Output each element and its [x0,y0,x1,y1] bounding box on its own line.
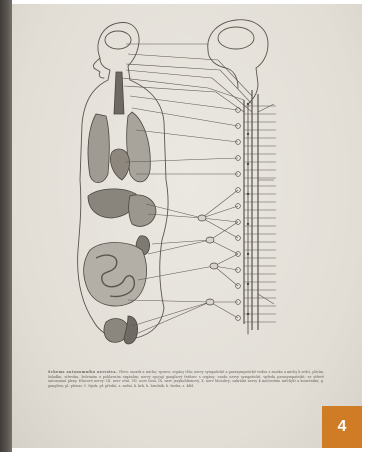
left-dark-strip [0,0,12,452]
document-photo: Schema autonomního nervstva. Vlevo: moze… [12,4,362,448]
page-number: 4 [338,418,347,436]
spinal-segments [244,106,276,322]
prevertebral-ganglia [198,215,218,305]
nerve-lines [122,44,274,334]
heart [110,149,129,180]
page-number-badge: 4 [322,406,362,448]
left-lung [88,114,109,183]
ganglion-chain [236,108,241,321]
organs [84,72,156,344]
caption-lead: Schema autonomního nervstva. [48,370,117,374]
rectum [124,316,138,344]
stomach [129,195,156,226]
figure-caption: Schema autonomního nervstva. Vlevo: moze… [48,370,324,432]
brain-shape [105,31,131,49]
brain-schema [218,27,254,49]
right-lung [127,112,151,182]
face-profile [93,58,104,78]
